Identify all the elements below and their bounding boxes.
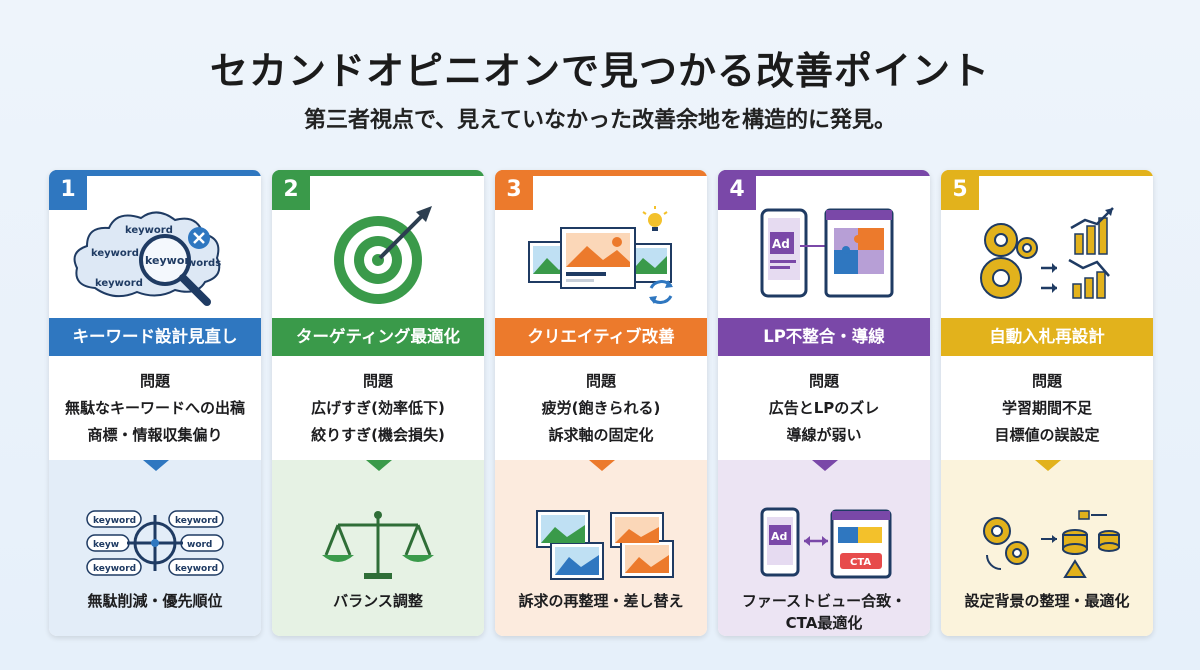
down-arrow-icon (812, 460, 838, 471)
card-solution: ファーストビュー合致・ CTA最適化 (718, 590, 930, 634)
card-number: 3 (495, 170, 533, 210)
problem-label: 問題 (585, 372, 616, 390)
card-lp: 4 Ad LP不整合・導線 問題 広告とLPのズレ 導線が弱い Ad (718, 170, 930, 636)
problem-item: 訴求軸の固定化 (548, 426, 654, 444)
card-solution-area (718, 460, 930, 636)
card-creative: 3 クリエイティブ改善 問題 疲労(飽きられる) 訴求軸の固定化 (495, 170, 707, 636)
problem-item: 広げすぎ(効率低下) (311, 399, 445, 417)
gears-flow-icon (983, 510, 1120, 578)
down-arrow-icon (143, 460, 169, 471)
card-number: 4 (718, 170, 756, 210)
problem-item: 目標値の誤設定 (994, 426, 1100, 444)
ad-lp-puzzle-icon: Ad (760, 208, 894, 298)
rearranged-images-icon (536, 510, 674, 580)
svg-text:Ad: Ad (771, 530, 787, 543)
creative-images-icon (528, 206, 673, 304)
problem-item: 絞りすぎ(機会損失) (311, 426, 445, 444)
card-problems: 問題 疲労(飽きられる) 訴求軸の固定化 (495, 368, 707, 449)
card-targeting: 2 ターゲティング最適化 問題 広げすぎ(効率低下) 絞りすぎ(機会損失) バラ… (272, 170, 484, 636)
page-title: セカンドオピニオンで見つかる改善ポイント (209, 49, 990, 93)
svg-text:keyw: keyw (93, 540, 119, 550)
down-arrow-icon (1035, 460, 1061, 471)
card-top-bar (272, 170, 484, 176)
card-number: 5 (941, 170, 979, 210)
svg-text:keyword: keyword (125, 225, 173, 236)
card-heading: クリエイティブ改善 (495, 318, 707, 356)
card-solution: 設定背景の整理・最適化 (964, 592, 1130, 610)
solution-line: CTA最適化 (785, 614, 863, 632)
page-subtitle: 第三者視点で、見えていなかった改善余地を構造的に発見。 (303, 108, 897, 133)
problem-item: 導線が弱い (786, 426, 862, 444)
svg-text:words: words (187, 258, 221, 269)
svg-text:keyword: keyword (91, 248, 139, 259)
card-heading: 自動入札再設計 (941, 318, 1153, 356)
card-heading: キーワード設計見直し (49, 318, 261, 356)
card-solution: 無駄削減・優先順位 (87, 592, 223, 610)
keyword-cloud-magnifier-icon: keyword keyword keyword words keywor (73, 211, 221, 306)
card-problems: 問題 広げすぎ(効率低下) 絞りすぎ(機会損失) (272, 368, 484, 449)
card-heading: LP不整合・導線 (718, 318, 930, 356)
svg-text:keyword: keyword (93, 516, 136, 526)
gears-chart-icon (980, 207, 1114, 299)
card-top-bar (718, 170, 930, 176)
card-bidding: 5 自動入札再設計 問題 学習期間不足 目標値の誤設定 (941, 170, 1153, 636)
card-problems: 問題 学習期間不足 目標値の誤設定 (941, 368, 1153, 449)
card-problems: 問題 無駄なキーワードへの出稿 商標・情報収集偏り (49, 368, 261, 449)
card-top-bar (495, 170, 707, 176)
problem-label: 問題 (808, 372, 839, 390)
problem-item: 学習期間不足 (1001, 399, 1092, 417)
solution-line: ファーストビュー合致・ (741, 592, 907, 610)
card-heading: ターゲティング最適化 (272, 318, 484, 356)
svg-text:keywor: keywor (145, 254, 190, 267)
problem-item: 商標・情報収集偏り (87, 426, 223, 444)
keyword-target-icon: keyword keyword keyw word keyword keywor… (86, 510, 224, 576)
target-arrow-icon (334, 206, 432, 304)
card-solution: 訴求の再整理・差し替え (518, 592, 684, 610)
svg-text:keyword: keyword (95, 278, 143, 289)
problem-label: 問題 (1031, 372, 1062, 390)
card-top-bar (49, 170, 261, 176)
down-arrow-icon (366, 460, 392, 471)
problem-item: 無駄なキーワードへの出稿 (64, 399, 245, 417)
card-top-bar (941, 170, 1153, 176)
svg-text:keyword: keyword (175, 516, 218, 526)
card-number: 2 (272, 170, 310, 210)
problem-label: 問題 (362, 372, 393, 390)
problem-label: 問題 (139, 372, 170, 390)
down-arrow-icon (589, 460, 615, 471)
card-problems: 問題 広告とLPのズレ 導線が弱い (718, 368, 930, 449)
card-keyword: 1 keyword keyword keyword words keywor キ… (49, 170, 261, 636)
svg-text:CTA: CTA (850, 557, 871, 568)
card-solution: バランス調整 (333, 592, 423, 610)
svg-text:keyword: keyword (93, 564, 136, 574)
svg-text:keyword: keyword (175, 564, 218, 574)
svg-text:word: word (187, 540, 212, 550)
svg-text:Ad: Ad (772, 237, 790, 251)
problem-item: 疲労(飽きられる) (541, 399, 661, 417)
ad-cta-link-icon: Ad CTA (760, 507, 892, 579)
card-number: 1 (49, 170, 87, 210)
problem-item: 広告とLPのズレ (768, 399, 880, 417)
balance-scale-icon (322, 511, 434, 579)
